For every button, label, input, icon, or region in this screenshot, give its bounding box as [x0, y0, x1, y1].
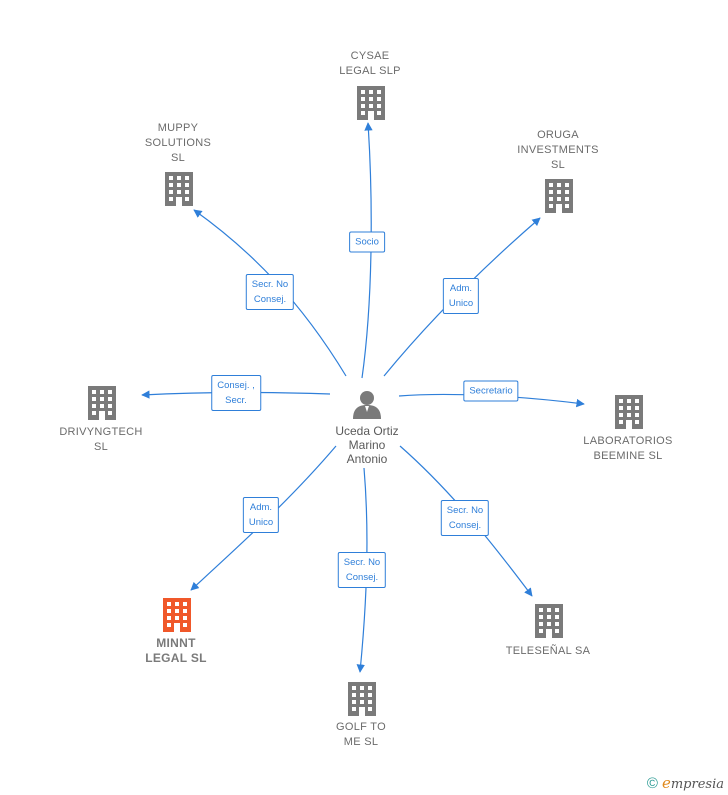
company-name-drivyngtech[interactable]: DRIVYNGTECH SL — [59, 426, 143, 453]
relation-label-laboratorios: Secretario — [463, 380, 519, 402]
building-icon — [356, 86, 386, 120]
relation-label-muppy: Secr. No Consej. — [245, 274, 295, 310]
building-icon — [534, 604, 564, 638]
relation-label-telesenal: Secr. No Consej. — [440, 500, 490, 536]
building-icon — [164, 172, 194, 206]
company-name-cysae[interactable]: CYSAE LEGAL SLP — [339, 50, 401, 77]
company-name-telesenal[interactable]: TELESEÑAL SA — [505, 645, 591, 657]
brand-logo-initial: e — [661, 774, 671, 792]
company-name-golf[interactable]: GOLF TO ME SL — [336, 721, 386, 748]
company-name-minnt[interactable]: MINNT LEGAL SL — [145, 636, 207, 665]
company-name-laboratorios[interactable]: LABORATORIOS BEEMINE SL — [583, 435, 673, 462]
relation-label-drivyngtech: Consej. , Secr. — [211, 375, 261, 411]
building-icon — [347, 682, 377, 716]
relation-label-golf: Secr. No Consej. — [337, 552, 387, 588]
brand-name: mpresia — [670, 777, 724, 792]
company-name-oruga[interactable]: ORUGA INVESTMENTS SL — [517, 129, 599, 171]
copyright-symbol: © — [646, 775, 658, 792]
relation-label-minnt: Adm. Unico — [242, 497, 280, 533]
person-icon — [353, 391, 381, 419]
building-icon — [162, 598, 192, 632]
company-name-muppy[interactable]: MUPPY SOLUTIONS SL — [144, 122, 212, 164]
center-person-name[interactable]: Uceda Ortiz Marino Antonio — [335, 424, 399, 466]
building-icon — [614, 395, 644, 429]
relation-label-cysae: Socio — [349, 231, 385, 253]
building-icon — [87, 386, 117, 420]
relation-label-oruga: Adm. Unico — [442, 278, 480, 314]
building-icon — [544, 179, 574, 213]
brand-footer: ©empresia — [647, 774, 724, 792]
